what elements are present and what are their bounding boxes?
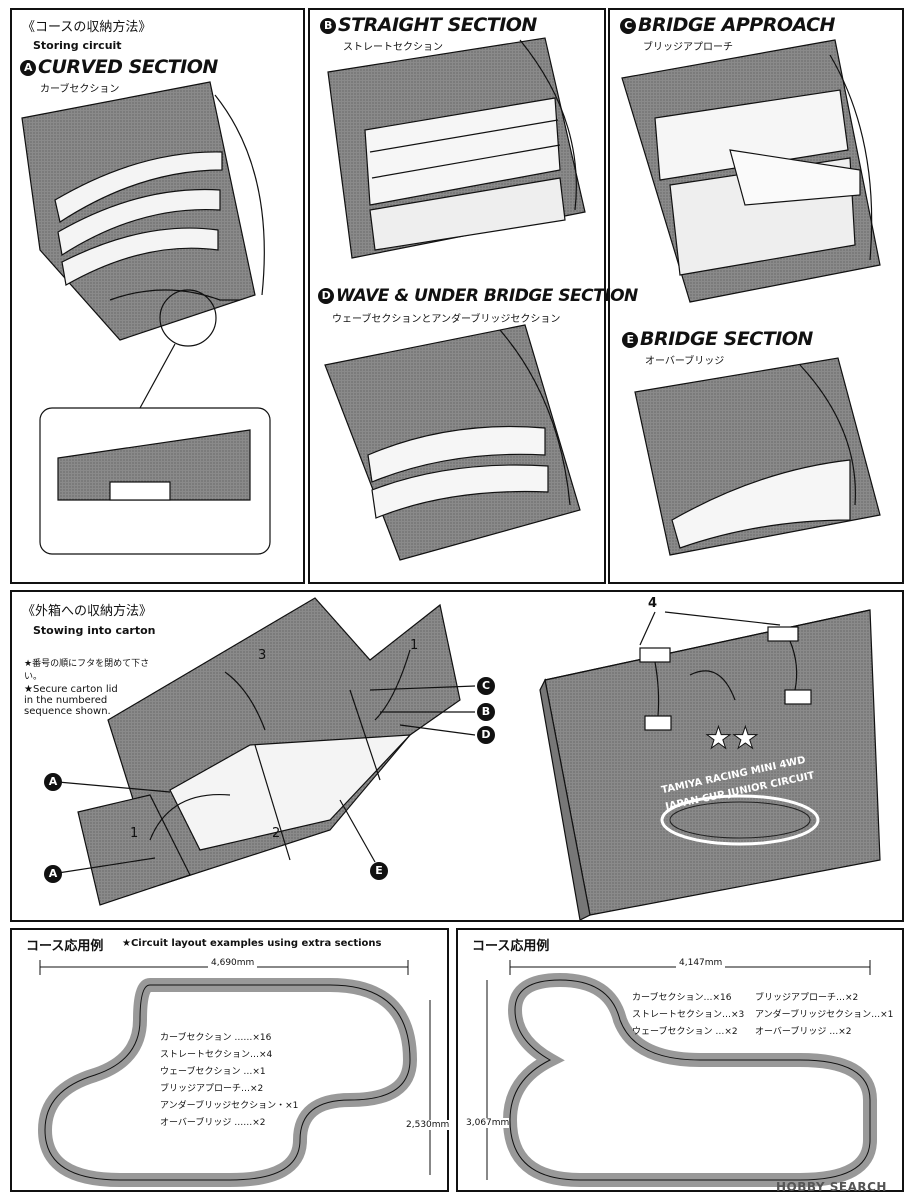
stowing-title-jp: 《外箱への収納方法》 — [22, 604, 153, 619]
right-parts-col1: カーブセクション…×16 ストレートセクション…×3 ウェーブセクション …×2 — [632, 990, 744, 1041]
step-1-top: 1 — [410, 638, 419, 653]
curved-jp: カーブセクション — [40, 84, 120, 95]
right-part-1: ストレートセクション…×3 — [632, 1010, 745, 1020]
storing-title-en: Storing circuit — [33, 39, 122, 52]
straight-title: STRAIGHT SECTION — [338, 14, 537, 36]
straight-jp: ストレートセクション — [343, 42, 443, 53]
right-width: 4,147mm — [676, 958, 726, 968]
left-parts-list: カーブセクション ……×16 ストレートセクション…×4 ウェーブセクション …… — [160, 1030, 298, 1132]
right-part-5: オーバーブリッジ …×2 — [755, 1027, 852, 1037]
step-4: 4 — [648, 596, 658, 611]
right-part-2: ウェーブセクション …×2 — [632, 1027, 738, 1037]
approach-jp: ブリッジアプローチ — [643, 42, 733, 53]
left-part-0: カーブセクション ……×16 — [160, 1033, 272, 1043]
letter-b-badge: B — [320, 18, 336, 34]
letter-e-badge: E — [622, 332, 638, 348]
step-2: 2 — [272, 826, 281, 841]
left-height: 2,530mm — [406, 1120, 450, 1130]
letter-c-badge: C — [620, 18, 636, 34]
approach-title: BRIDGE APPROACH — [638, 14, 835, 36]
stowing-title-en: Stowing into carton — [33, 624, 156, 637]
label-d: D — [477, 726, 495, 744]
bridge-title: BRIDGE SECTION — [640, 328, 813, 350]
storing-title-jp: 《コースの収納方法》 — [22, 20, 152, 35]
label-a-bottom: A — [44, 865, 62, 883]
label-c: C — [477, 677, 495, 695]
right-part-3: ブリッジアプローチ…×2 — [755, 993, 859, 1003]
watermark: HOBBY SEARCH — [776, 1180, 887, 1194]
right-height: 3,067mm — [466, 1118, 510, 1128]
right-parts-col2: ブリッジアプローチ…×2 アンダーブリッジセクション…×1 オーバーブリッジ …… — [755, 990, 893, 1041]
wave-jp: ウェーブセクションとアンダーブリッジセクション — [332, 314, 561, 325]
stowing-note-en: ★Secure carton lid in the numbered seque… — [24, 684, 118, 717]
bridge-jp: オーバーブリッジ — [645, 356, 725, 367]
letter-a-badge: A — [20, 60, 36, 76]
left-part-4: アンダーブリッジセクション・×1 — [160, 1101, 299, 1111]
layouts-title-en: ★Circuit layout examples using extra sec… — [122, 938, 382, 949]
label-b: B — [477, 703, 495, 721]
right-part-0: カーブセクション…×16 — [632, 993, 732, 1003]
stowing-note-jp: ★番号の順にフタを閉めて下さい。 — [24, 659, 150, 682]
panel-layout-left — [10, 928, 449, 1192]
label-e: E — [370, 862, 388, 880]
letter-d-badge: D — [318, 288, 334, 304]
label-a-top: A — [44, 773, 62, 791]
svg-text:★★: ★★ — [705, 721, 759, 756]
left-part-2: ウェーブセクション …×1 — [160, 1067, 266, 1077]
curved-title: CURVED SECTION — [38, 56, 218, 78]
layouts-title-jp-right: コース応用例 — [472, 939, 550, 954]
right-part-4: アンダーブリッジセクション…×1 — [755, 1010, 894, 1020]
left-part-3: ブリッジアプローチ…×2 — [160, 1084, 264, 1094]
left-part-1: ストレートセクション…×4 — [160, 1050, 273, 1060]
wave-title: WAVE & UNDER BRIDGE SECTION — [336, 286, 638, 306]
left-part-5: オーバーブリッジ ……×2 — [160, 1118, 266, 1128]
left-width: 4,690mm — [208, 958, 258, 968]
step-3: 3 — [258, 648, 267, 663]
step-1-left: 1 — [130, 826, 139, 841]
layouts-title-jp: コース応用例 — [26, 939, 104, 954]
